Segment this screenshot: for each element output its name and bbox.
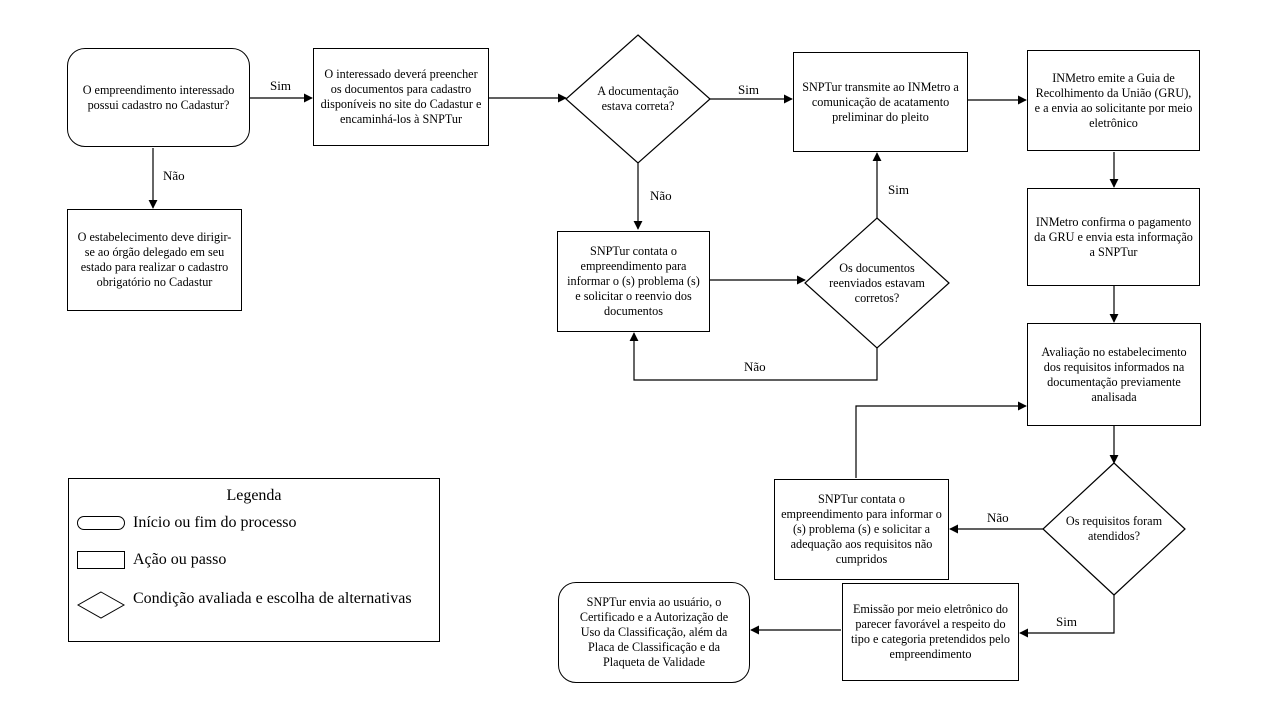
node-n14-end: SNPTur envia ao usuário, o Certificado e…	[558, 582, 750, 683]
legend-diamond-shape	[77, 591, 125, 619]
node-n10-text: Avaliação no estabelecimento dos requisi…	[1041, 344, 1187, 404]
legend-diamond-label: Condição avaliada e escolha de alternati…	[133, 590, 412, 607]
edge-n12-n10	[855, 401, 1027, 478]
node-n11-decision: Os requisitos foram atendidos?	[1058, 512, 1170, 546]
legend-rounded-label: Início ou fim do processo	[133, 514, 297, 531]
node-n3-text: O interessado deverá preencher os docume…	[320, 67, 482, 126]
node-n12-text: SNPTur contata o empreendimento para inf…	[781, 492, 942, 566]
edge-label-n6-sim: Sim	[888, 182, 909, 197]
node-n9-text: INMetro confirma o pagamento da GRU e en…	[1034, 214, 1193, 259]
node-n1-text: O empreendimento interessado possui cada…	[82, 82, 235, 112]
legend-rounded-shape	[77, 516, 125, 530]
node-n13-text: Emissão por meio eletrônico do parecer f…	[850, 602, 1011, 661]
node-n13: Emissão por meio eletrônico do parecer f…	[842, 583, 1019, 681]
legend-rect-label: Ação ou passo	[133, 551, 227, 568]
node-n3: O interessado deverá preencher os docume…	[313, 48, 489, 146]
node-n5-text: SNPTur contata o empreendimento para inf…	[567, 244, 700, 318]
node-n4-text: A documentação estava correta?	[597, 84, 679, 113]
node-n12: SNPTur contata o empreendimento para inf…	[774, 479, 949, 580]
node-n7: SNPTur transmite ao INMetro a comunicaçã…	[793, 52, 968, 152]
edge-label-n4-nao: Não	[650, 188, 672, 203]
edge-label-n6-nao: Não	[744, 359, 766, 374]
edge-n6-n5	[629, 332, 878, 381]
edge-label-n4-sim: Sim	[738, 82, 759, 97]
node-n5: SNPTur contata o empreendimento para inf…	[557, 231, 710, 332]
edge-label-n11-nao: Não	[987, 510, 1009, 525]
legend-title: Legenda	[226, 487, 282, 504]
decision-n11-shape	[1042, 462, 1186, 596]
node-n9: INMetro confirma o pagamento da GRU e en…	[1027, 188, 1200, 286]
node-n14-text: SNPTur envia ao usuário, o Certificado e…	[579, 595, 729, 669]
node-n11-text: Os requisitos foram atendidos?	[1065, 514, 1163, 543]
node-n8: INMetro emite a Guia de Recolhimento da …	[1027, 50, 1200, 151]
edge-label-n1-sim: Sim	[270, 78, 291, 93]
edge-label-n11-sim: Sim	[1056, 614, 1077, 629]
node-n1-start: O empreendimento interessado possui cada…	[67, 48, 250, 147]
legend: Legenda Início ou fim do processo Ação o…	[68, 478, 440, 642]
node-n4-decision: A documentação estava correta?	[582, 79, 694, 119]
node-n10: Avaliação no estabelecimento dos requisi…	[1027, 323, 1201, 426]
legend-rect-shape	[77, 551, 125, 569]
node-n2: O estabelecimento deve dirigir-se ao órg…	[67, 209, 242, 311]
node-n6-decision: Os documentos reenviados estavam correto…	[822, 260, 932, 306]
edge-n11-n13	[1019, 595, 1115, 638]
decision-n6-shape	[804, 217, 950, 349]
node-n6-text: Os documentos reenviados estavam correto…	[829, 260, 925, 305]
edge-label-n1-nao: Não	[163, 168, 185, 183]
node-n2-text: O estabelecimento deve dirigir-se ao órg…	[77, 230, 232, 289]
node-n8-text: INMetro emite a Guia de Recolhimento da …	[1034, 70, 1193, 130]
decision-n4-shape	[565, 34, 711, 164]
node-n7-text: SNPTur transmite ao INMetro a comunicaçã…	[802, 79, 959, 124]
